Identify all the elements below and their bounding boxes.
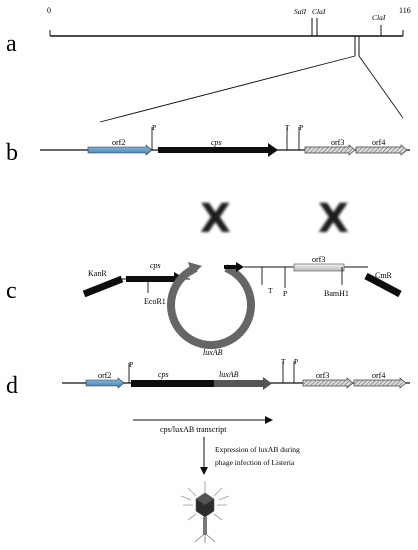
sali-label: SalI xyxy=(294,7,307,16)
genome-start-label: 0 xyxy=(47,6,51,15)
orf3-d-label: orf3 xyxy=(316,371,329,380)
kanr-label: KanR xyxy=(88,269,107,278)
promoter-d1-label: P xyxy=(129,360,133,369)
promoter-2-label: P xyxy=(299,123,303,132)
panel-label-a: a xyxy=(6,31,17,57)
genome-end-label: 116 xyxy=(399,6,411,15)
cps-d-gene xyxy=(131,380,214,387)
terminator-d-label: T xyxy=(281,357,286,366)
orf4-d-gene-arrow xyxy=(353,377,407,389)
orf4-label: orf4 xyxy=(372,138,385,147)
crossover-x-right: X xyxy=(318,196,349,242)
panel-label-d: d xyxy=(6,373,18,399)
cmr-marker xyxy=(364,272,402,298)
bamhi-label: BamH1 xyxy=(324,289,349,298)
right-fragment-arrow xyxy=(224,262,244,272)
crossover-marks: X X xyxy=(200,196,349,242)
panel-a: a 0 116 SalI ClaI ClaI xyxy=(6,6,411,123)
orf3-fragment-box xyxy=(293,263,345,272)
promoter-c-label: P xyxy=(283,289,287,298)
expression-text-line1: Expression of luxAB during xyxy=(215,445,300,454)
luxab-d-label: luxAB xyxy=(219,370,239,379)
cps-d-label: cps xyxy=(158,370,169,379)
panel-d: d orf2 P cps luxAB T P orf3 orf4 cps/lux… xyxy=(6,357,410,543)
luxab-ring-arrowhead xyxy=(188,262,202,275)
luxab-label: luxAB xyxy=(203,348,223,357)
luxab-plasmid-ring xyxy=(167,264,255,350)
luxab-d-gene-arrow xyxy=(214,377,272,390)
zoom-line-left xyxy=(99,55,356,123)
zoom-line-right xyxy=(358,55,404,119)
orf4-d-label: orf4 xyxy=(372,371,385,380)
panel-b: b orf2 P cps T P orf3 orf4 xyxy=(6,123,410,166)
cps-gene-arrow xyxy=(158,143,278,157)
kanr-marker xyxy=(82,275,124,298)
expression-text-line2: phage infection of Listeria xyxy=(215,458,295,467)
terminator-c-label: T xyxy=(268,286,273,295)
orf2-d-gene-arrow xyxy=(85,377,125,389)
ecori-label: EcoR1 xyxy=(144,297,166,306)
orf3-label: orf3 xyxy=(331,138,344,147)
panel-c: c KanR cps EcoR1 luxAB T P orf3 BamH1 Cm… xyxy=(6,255,402,357)
orf3-d-gene-arrow xyxy=(302,377,354,389)
clai-label-2: ClaI xyxy=(372,13,386,22)
orf4-gene-arrow xyxy=(355,144,408,156)
panel-label-c: c xyxy=(6,278,17,304)
cps-fragment-arrow xyxy=(126,272,186,286)
panel-label-b: b xyxy=(6,140,18,166)
promoter-1-label: P xyxy=(152,123,156,132)
orf3-gene-arrow xyxy=(304,144,356,156)
clai-label-1: ClaI xyxy=(312,7,326,16)
terminator-label: T xyxy=(285,123,290,132)
glowing-phage-icon xyxy=(180,481,230,543)
orf2-gene-arrow xyxy=(87,144,153,156)
cps-fragment-label: cps xyxy=(150,261,161,270)
cps-label: cps xyxy=(211,138,222,147)
orf2-d-label: orf2 xyxy=(98,371,111,380)
promoter-d2-label: P xyxy=(294,357,298,366)
crossover-x-left: X xyxy=(200,196,231,242)
orf2-label: orf2 xyxy=(112,138,125,147)
cmr-label: CmR xyxy=(375,271,393,280)
transcript-label: cps/luxAB transcript xyxy=(160,425,227,434)
orf3-fragment-label: orf3 xyxy=(312,255,325,264)
